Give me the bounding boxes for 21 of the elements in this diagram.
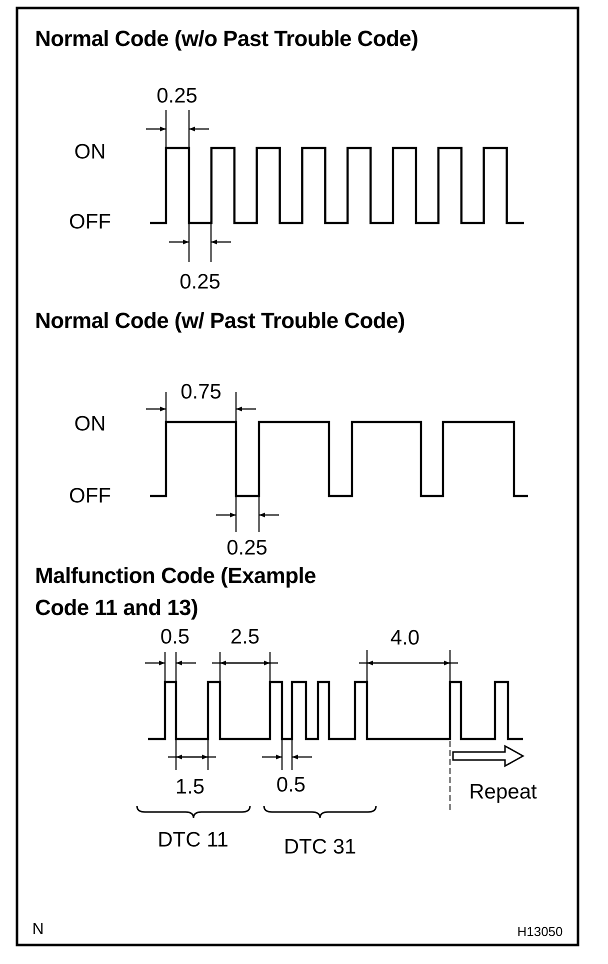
section-heading: Normal Code (w/o Past Trouble Code) xyxy=(35,27,418,52)
signal-level-label: ON xyxy=(74,412,106,436)
corner-mark: N xyxy=(32,921,44,939)
dimension-value: 0.5 xyxy=(276,773,306,797)
dimension-value: 0.25 xyxy=(156,84,198,108)
dimension-value: 2.5 xyxy=(230,625,260,649)
code-label: DTC 11 xyxy=(158,828,228,852)
signal-level-label: OFF xyxy=(69,484,111,508)
signal-level-label: OFF xyxy=(69,210,111,234)
dimension-value: 0.5 xyxy=(160,625,190,649)
dimension-value: 4.0 xyxy=(390,626,420,650)
section-heading: Normal Code (w/ Past Trouble Code) xyxy=(35,309,405,334)
figure-number: H13050 xyxy=(517,924,563,940)
dimension-value: 0.75 xyxy=(180,380,222,404)
dimension-value: 0.25 xyxy=(226,536,268,560)
code-label: DTC 31 xyxy=(284,835,356,859)
signal-level-label: ON xyxy=(74,140,106,164)
dimension-value: 0.25 xyxy=(180,270,220,294)
dimension-value: 1.5 xyxy=(175,775,205,799)
section-heading: Malfunction Code (Example Code 11 and 13) xyxy=(35,562,317,622)
repeat-label: Repeat xyxy=(469,780,537,804)
